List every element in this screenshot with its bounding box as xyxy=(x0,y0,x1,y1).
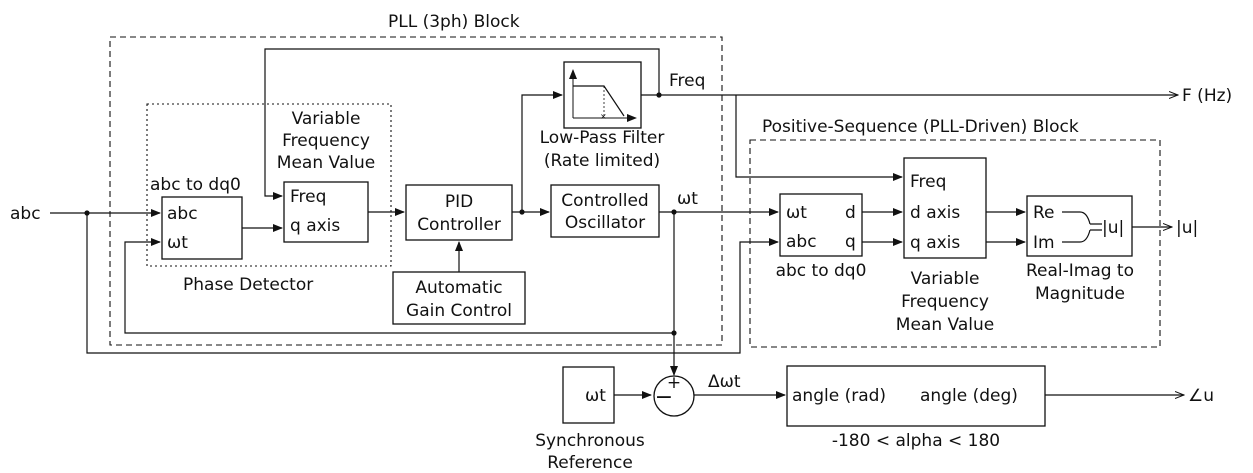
port-im: Im xyxy=(1033,233,1055,253)
combine-icon xyxy=(1062,211,1102,243)
pid-line-2: Controller xyxy=(417,215,501,235)
phase-detector-box xyxy=(146,103,392,267)
svg-text:×: × xyxy=(600,112,607,121)
junction-freq xyxy=(656,92,662,98)
port-abc: abc xyxy=(167,204,198,224)
port-d-axis: d axis xyxy=(910,203,960,223)
var-freq-2-title-1: Variable xyxy=(911,269,980,289)
lpf-caption-1: Low-Pass Filter xyxy=(540,128,665,148)
port-freq-2: Freq xyxy=(910,172,946,192)
sum-minus-sign: − xyxy=(655,385,673,410)
var-freq-1-title-2: Frequency xyxy=(282,131,370,151)
output-magnitude-label: |u| xyxy=(1176,218,1198,238)
filter-response-icon: × xyxy=(569,69,637,122)
angle-rad-label: angle (rad) xyxy=(792,386,886,406)
var-freq-2-block[interactable]: Freq d axis q axis xyxy=(903,157,987,259)
angle-conversion-block[interactable]: angle (rad) angle (deg) xyxy=(786,365,1046,427)
abc-dq0-2-title: abc to dq0 xyxy=(776,261,867,281)
pll-title: PLL (3ph) Block xyxy=(388,12,520,32)
port-freq: Freq xyxy=(290,187,326,207)
wire-wt-feedback xyxy=(124,212,675,334)
real-imag-title-2: Magnitude xyxy=(1035,284,1125,304)
pid-controller-block[interactable]: PID Controller xyxy=(405,184,513,241)
mag-symbol: |u| xyxy=(1102,218,1124,238)
port-d: d xyxy=(845,203,856,223)
sync-title-1: Synchronous xyxy=(535,431,645,451)
junction-pid-out xyxy=(519,209,525,215)
osc-line-2: Oscillator xyxy=(565,213,645,233)
port-abc-2: abc xyxy=(786,232,817,252)
sync-title-2: Reference xyxy=(547,453,633,473)
wire-freq-feedback xyxy=(264,48,660,200)
junction-wt xyxy=(671,209,677,215)
pid-line-1: PID xyxy=(445,192,473,212)
input-abc-label: abc xyxy=(10,204,41,224)
freq-signal-label: Freq xyxy=(669,71,705,91)
abc-dq0-1-block[interactable]: abc ωt xyxy=(161,196,243,260)
var-freq-1-block[interactable]: Freq q axis xyxy=(283,181,369,243)
port-q: q xyxy=(845,232,856,252)
output-freq-hz-label: F (Hz) xyxy=(1182,86,1232,106)
port-q-axis: q axis xyxy=(290,216,340,236)
port-q-axis-2: q axis xyxy=(910,233,960,253)
port-re: Re xyxy=(1033,203,1055,223)
pll-group-box xyxy=(109,36,723,346)
real-imag-magnitude-block[interactable]: Re Im |u| xyxy=(1026,195,1133,257)
output-angle-label: ∠u xyxy=(1188,386,1214,406)
real-imag-title-1: Real-Imag to xyxy=(1026,261,1134,281)
abc-dq0-2-block[interactable]: ωt abc d q xyxy=(779,193,863,257)
junction-wt-feedback xyxy=(671,330,677,336)
positive-sequence-group-box xyxy=(749,139,1161,348)
lpf-caption-2: (Rate limited) xyxy=(544,151,660,171)
sum-plus-sign: + xyxy=(667,373,681,393)
phase-detector-title: Phase Detector xyxy=(183,275,313,295)
var-freq-1-title-3: Mean Value xyxy=(277,153,375,173)
port-wt: ωt xyxy=(167,233,188,253)
osc-line-1: Controlled xyxy=(561,191,648,211)
var-freq-2-title-3: Mean Value xyxy=(896,315,994,335)
wire-abc-to-dq0-2 xyxy=(86,213,779,354)
agc-block[interactable]: Automatic Gain Control xyxy=(392,271,526,325)
wire-pid-to-lpf xyxy=(521,91,563,212)
agc-line-2: Gain Control xyxy=(406,301,512,321)
angle-range-caption: -180 < alpha < 180 xyxy=(832,431,1000,451)
synchronous-reference-block[interactable]: ωt xyxy=(562,366,615,424)
sum-junction[interactable]: + − xyxy=(653,373,695,417)
port-wt-2: ωt xyxy=(786,203,807,223)
sync-wt-label: ωt xyxy=(585,386,606,406)
delta-wt-label: Δωt xyxy=(708,372,741,392)
angle-deg-label: angle (deg) xyxy=(920,386,1018,406)
var-freq-1-title-1: Variable xyxy=(292,109,361,129)
abc-dq0-1-title: abc to dq0 xyxy=(150,175,241,195)
agc-line-1: Automatic xyxy=(415,278,502,298)
low-pass-filter-block[interactable]: × xyxy=(563,61,642,129)
wt-signal-label: ωt xyxy=(677,189,698,209)
junction-abc xyxy=(84,210,90,216)
controlled-oscillator-block[interactable]: Controlled Oscillator xyxy=(550,184,660,238)
positive-sequence-title: Positive-Sequence (PLL-Driven) Block xyxy=(762,117,1079,137)
wire-freq-to-varfreq2 xyxy=(735,95,903,181)
var-freq-2-title-2: Frequency xyxy=(901,292,989,312)
